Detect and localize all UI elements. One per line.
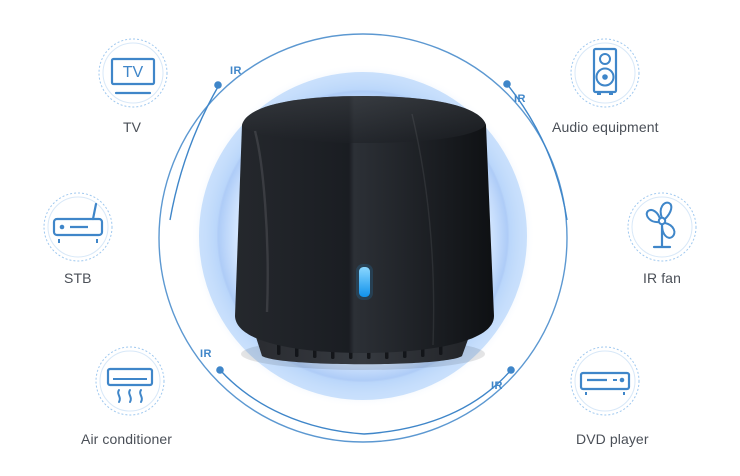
signal-arc-dvd (363, 369, 512, 435)
device-label-air-conditioner: Air conditioner (81, 431, 172, 447)
inner-glow-ring (199, 72, 527, 400)
ir-label-bottom-left: IR (200, 348, 212, 360)
ir-label-top-left: IR (230, 65, 242, 77)
device-body (235, 96, 494, 353)
device-top (242, 96, 486, 143)
ir-orbit-ring (158, 33, 568, 443)
device-reflection (411, 113, 435, 346)
device-label-dvd: DVD player (576, 431, 649, 447)
device-label-fan: IR fan (643, 270, 681, 286)
air-conditioner-icon (95, 346, 165, 416)
signal-arc-tv (169, 84, 220, 221)
signal-arc-audio (506, 83, 568, 221)
device-label-audio: Audio equipment (552, 119, 659, 135)
device-label-tv: TV (123, 119, 142, 135)
ir-node-dot (214, 81, 222, 89)
signal-arc-ac (219, 369, 365, 435)
speaker-icon (570, 38, 640, 108)
ir-label-top-right: IR (514, 93, 526, 105)
device-highlight (253, 130, 269, 313)
fan-icon (627, 192, 697, 262)
tv-icon: TV (98, 38, 168, 108)
status-indicator-glow (356, 264, 373, 300)
ir-label-bottom-right: IR (491, 380, 503, 392)
tv-icon-label: TV (123, 64, 144, 81)
ir-node-dot (216, 366, 224, 374)
device-label-stb: STB (64, 270, 92, 286)
ir-node-dot (507, 366, 515, 374)
set-top-box-icon (43, 192, 113, 262)
ir-node-dot (503, 80, 511, 88)
dvd-player-icon (570, 346, 640, 416)
status-indicator (359, 267, 370, 297)
